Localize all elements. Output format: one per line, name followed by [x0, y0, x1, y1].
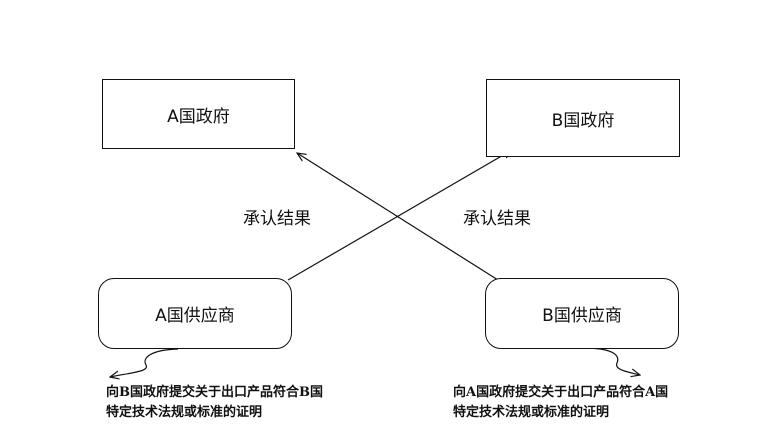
- note-left-line-1: 向B国政府提交关于出口产品符合B国: [106, 385, 323, 400]
- callout-curve-right: [587, 347, 640, 375]
- edge-label-right: 承认结果: [463, 209, 531, 229]
- note-right-line-2: 特定技术法规或标准的证明: [453, 405, 610, 420]
- node-supplier-a-label: A国供应商: [155, 306, 235, 326]
- note-right-line-1: 向A国政府提交关于出口产品符合A国: [453, 385, 669, 400]
- node-gov-b: B国政府: [486, 79, 680, 157]
- arrow-sup-b-to-gov-a: [297, 153, 499, 281]
- callout-curve-left: [110, 348, 179, 377]
- node-supplier-a: A国供应商: [98, 278, 292, 349]
- note-right: 向A国政府提交关于出口产品符合A国 特定技术法规或标准的证明: [453, 383, 668, 423]
- node-supplier-b-label: B国供应商: [542, 306, 622, 326]
- node-gov-b-label: B国政府: [551, 110, 615, 131]
- node-gov-a-label: A国政府: [167, 106, 230, 127]
- note-left: 向B国政府提交关于出口产品符合B国 特定技术法规或标准的证明: [106, 383, 323, 423]
- note-left-line-2: 特定技术法规或标准的证明: [106, 405, 263, 420]
- node-supplier-b: B国供应商: [485, 278, 679, 349]
- edge-label-left: 承认结果: [243, 209, 311, 229]
- arrow-sup-a-to-gov-b: [287, 150, 512, 281]
- node-gov-a: A国政府: [102, 79, 295, 149]
